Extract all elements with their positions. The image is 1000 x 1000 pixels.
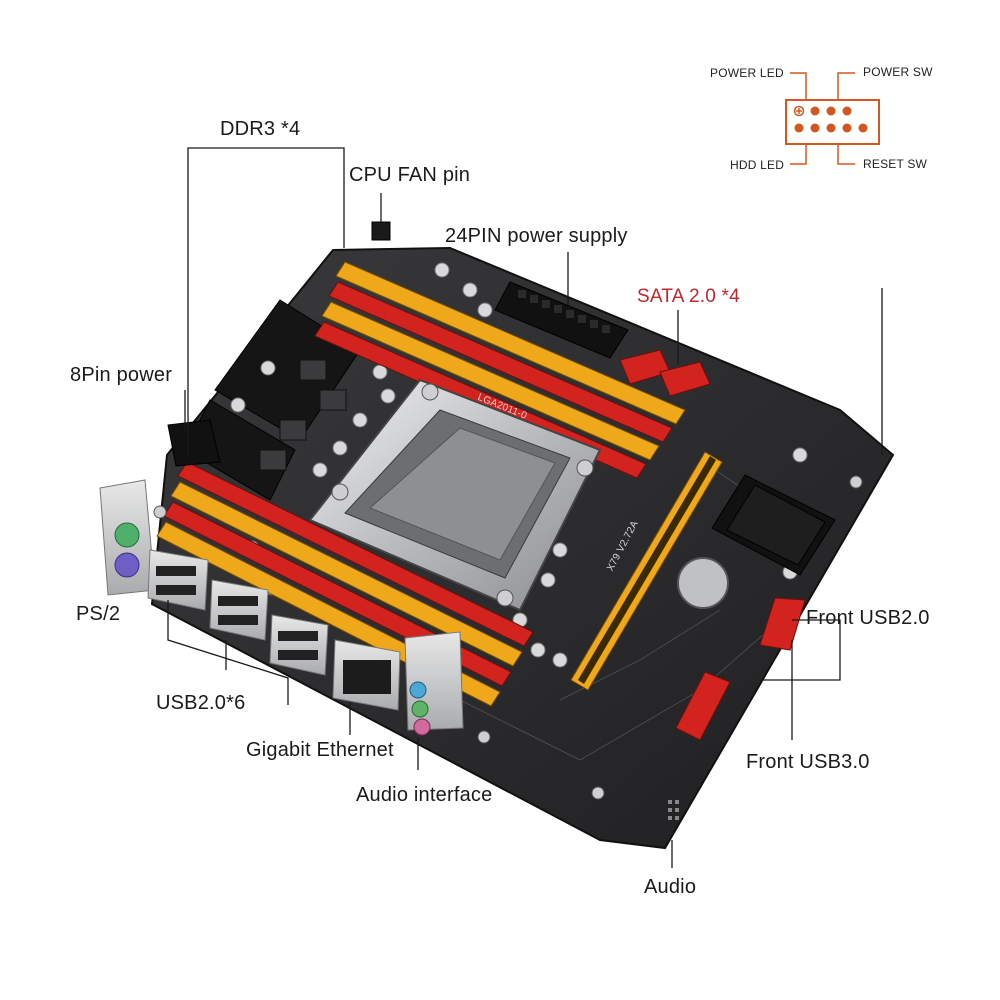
ethernet-port <box>332 639 401 711</box>
label-power-led: POWER LED <box>710 66 784 80</box>
cpu-socket <box>308 378 602 612</box>
mount-holes <box>153 475 863 800</box>
front-usb30-header <box>675 671 731 741</box>
front-panel-header-pins <box>794 106 868 133</box>
polarity-marks <box>793 105 805 117</box>
callout-8pin-power: 8Pin power <box>70 364 173 386</box>
callout-gigabit-ethernet: Gigabit Ethernet <box>246 739 394 761</box>
callout-ddr3: DDR3 *4 <box>220 118 301 140</box>
cmos-battery <box>677 557 729 609</box>
callout-24pin-power: 24PIN power supply <box>445 225 628 247</box>
callout-audio-interface: Audio interface <box>356 784 493 806</box>
label-hdd-led: HDD LED <box>730 158 785 172</box>
callout-sata: SATA 2.0 *4 <box>637 286 740 307</box>
callout-usb20-rear: USB2.0*6 <box>156 692 246 714</box>
pcie-slot <box>570 451 723 691</box>
audio-jacks <box>404 631 464 736</box>
audio-header <box>668 800 679 820</box>
sata-ports <box>619 349 711 397</box>
callout-front-usb20: Front USB2.0 <box>806 607 930 629</box>
atx-24pin-connector <box>494 281 629 359</box>
front-panel-header-diagram <box>785 72 880 165</box>
front-usb20-header <box>759 597 806 651</box>
label-power-sw: POWER SW <box>863 65 933 79</box>
callout-leader-lines <box>167 147 883 868</box>
ps2-port-block <box>99 479 156 596</box>
rear-usb-stacks <box>147 549 329 676</box>
callout-cpu-fan: CPU FAN pin <box>349 164 471 186</box>
label-reset-sw: RESET SW <box>863 157 928 171</box>
callout-ps2: PS/2 <box>76 603 121 625</box>
chipset-heatsink <box>711 474 836 576</box>
vrm-chokes <box>259 359 347 471</box>
callout-audio-header: Audio <box>644 876 697 898</box>
cpu-fan-header <box>371 221 391 241</box>
front-panel-leader-lines <box>790 72 855 165</box>
callout-front-usb30: Front USB3.0 <box>746 751 870 773</box>
cpu-8pin-connector <box>167 419 221 467</box>
motherboard <box>99 221 895 850</box>
